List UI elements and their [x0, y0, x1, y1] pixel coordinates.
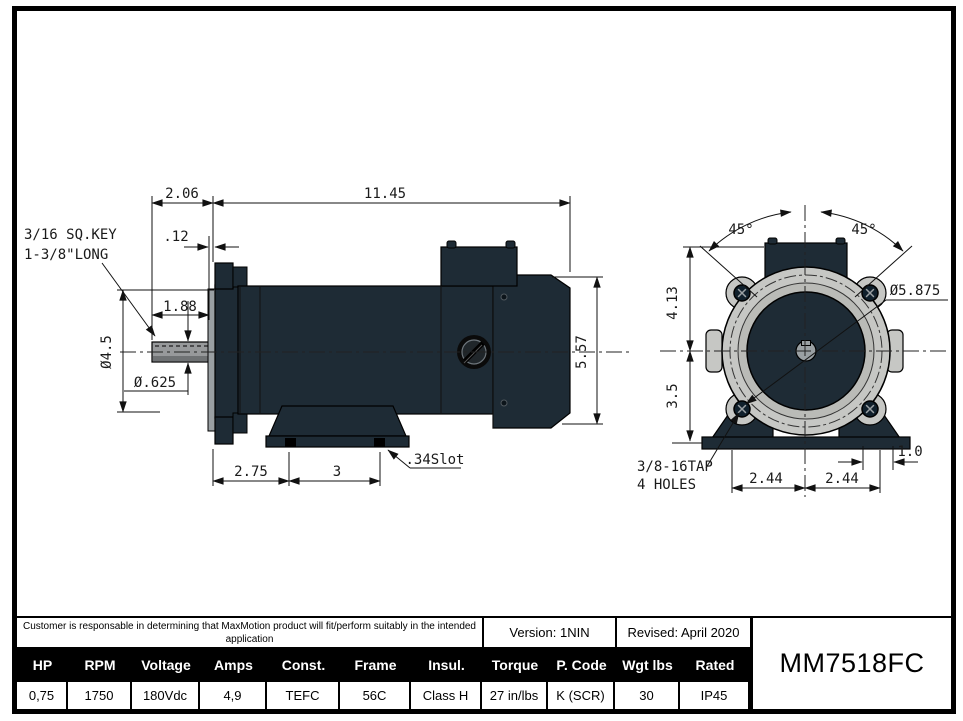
spec-header-voltage: Voltage — [132, 647, 200, 682]
spec-value-wgt-lbs: 30 — [615, 682, 680, 709]
flange-top-tab — [214, 262, 234, 290]
dim-shaft-dia: Ø.625 — [134, 375, 176, 391]
terminal-box — [440, 246, 518, 287]
dim-slot-width: 1.0 — [897, 444, 922, 460]
spec-value-const-: TEFC — [267, 682, 340, 709]
spec-header-insul-: Insul. — [411, 647, 482, 682]
spec-header-const-: Const. — [267, 647, 340, 682]
dim-foot-right: 2.44 — [825, 471, 859, 487]
dim-overall-length: 11.45 — [364, 186, 406, 202]
dim-lower-height: 3.5 — [665, 383, 681, 408]
spec-value-p-code: K (SCR) — [548, 682, 615, 709]
terminal-box-screw-left — [446, 240, 457, 249]
spec-value-rpm: 1750 — [68, 682, 132, 709]
end-box-screw-left — [767, 237, 778, 245]
spec-table: Customer is responsable in determining t… — [17, 616, 951, 709]
disclaimer-line2: application — [225, 633, 274, 645]
dim-body-height: 5.57 — [574, 335, 590, 369]
base-slot-right — [374, 438, 385, 447]
side-view-dimensions: 2.06 11.45 .12 1.88 Ø4.5 Ø.625 — [24, 186, 603, 486]
dim-angle-right: 45° — [851, 222, 876, 238]
dim-face-offset: .12 — [163, 229, 188, 245]
housing-screw-bottom — [500, 399, 508, 407]
spec-header-hp: HP — [17, 647, 68, 682]
disclaimer-line1: Customer is responsable in determining t… — [23, 620, 476, 632]
spec-header-p-code: P. Code — [548, 647, 615, 682]
dim-shaft-extension: 2.06 — [165, 186, 199, 202]
shaft-shading — [153, 356, 212, 361]
flange-bolts — [733, 284, 879, 418]
spec-value-torque: 27 in/lbs — [482, 682, 548, 709]
note-tap-line1: 3/8-16TAP — [637, 459, 713, 475]
spec-value-amps: 4,9 — [200, 682, 267, 709]
model-number: MM7518FC — [750, 618, 951, 709]
dim-upper-height: 4.13 — [665, 286, 681, 320]
spec-value-frame: 56C — [340, 682, 411, 709]
dim-flange-dia: Ø4.5 — [99, 335, 115, 369]
spec-header-rpm: RPM — [68, 647, 132, 682]
end-view-dimensions: 45° 45° 4.13 3.5 Ø5.875 2.44 2.44 — [637, 209, 948, 493]
spec-header-rated: Rated — [680, 647, 750, 682]
dim-foot-left: 2.44 — [749, 471, 783, 487]
spec-value-voltage: 180Vdc — [132, 682, 200, 709]
mounting-foot — [268, 405, 407, 437]
motor-end-view: 45° 45° 4.13 3.5 Ø5.875 2.44 2.44 — [637, 205, 950, 497]
flange-step-bottom — [232, 412, 248, 434]
note-slot: .34Slot — [405, 452, 464, 468]
dim-angle-left: 45° — [728, 222, 753, 238]
end-base-plate — [701, 436, 911, 450]
dim-foot-offset: 2.75 — [234, 464, 268, 480]
terminal-box-screw-right — [505, 240, 516, 249]
base-plate — [265, 435, 410, 448]
dim-bolt-circle-dia: Ø5.875 — [890, 283, 941, 299]
dim-foot-spacing: 3 — [333, 464, 341, 480]
disclaimer-cell: Customer is responsable in determining t… — [17, 618, 482, 647]
spec-header-wgt-lbs: Wgt lbs — [615, 647, 680, 682]
spec-header-amps: Amps — [200, 647, 267, 682]
motor-technical-drawing: 2.06 11.45 .12 1.88 Ø4.5 Ø.625 — [24, 186, 950, 497]
housing-screw-top — [500, 293, 508, 301]
flange-step-top — [232, 266, 248, 288]
dim-shaft-length: 1.88 — [163, 299, 197, 315]
note-tap-line2: 4 HOLES — [637, 477, 696, 493]
shaft-keyway — [801, 340, 811, 346]
spec-header-torque: Torque — [482, 647, 548, 682]
spec-header-frame: Frame — [340, 647, 411, 682]
flange-bottom-tab — [214, 416, 234, 445]
motor-body — [237, 285, 494, 415]
note-key-line2: 1-3/8"LONG — [24, 247, 108, 263]
base-slot-left — [285, 438, 296, 447]
note-key-line1: 3/16 SQ.KEY — [24, 227, 117, 243]
spec-value-rated: IP45 — [680, 682, 750, 709]
spec-value-insul-: Class H — [411, 682, 482, 709]
revised-cell: Revised: April 2020 — [615, 618, 750, 647]
spec-value-hp: 0,75 — [17, 682, 68, 709]
end-box-screw-right — [835, 237, 846, 245]
motor-side-view: 2.06 11.45 .12 1.88 Ø4.5 Ø.625 — [24, 186, 630, 486]
drawing-sheet-frame: 2.06 11.45 .12 1.88 Ø4.5 Ø.625 — [12, 6, 956, 714]
version-cell: Version: 1NIN — [482, 618, 615, 647]
